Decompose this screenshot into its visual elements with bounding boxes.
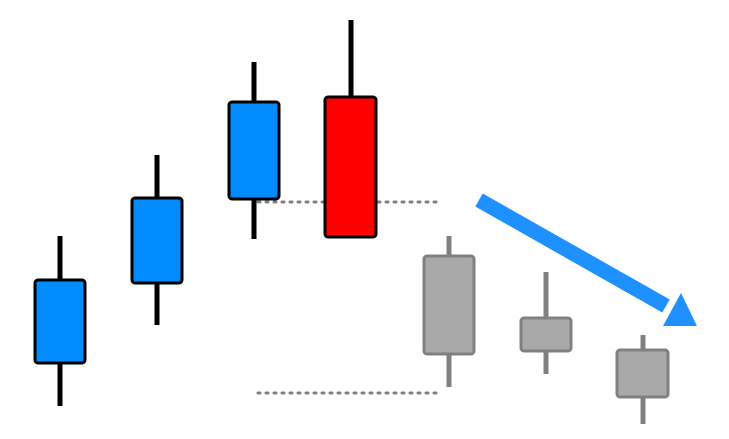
candle-3 (227, 62, 281, 239)
arrow-head (663, 293, 697, 326)
candle-5-body (422, 254, 476, 356)
candle-1 (33, 236, 87, 406)
candle-1-body (33, 278, 87, 365)
candle-7-body (615, 348, 670, 399)
candle-4 (323, 20, 378, 239)
arrow-shaft (475, 193, 670, 313)
candle-7 (615, 335, 670, 424)
candle-2-body (130, 196, 184, 285)
down-arrow-icon (475, 193, 697, 326)
candle-3-body (227, 100, 281, 201)
candle-4-body (323, 95, 378, 239)
candle-2 (130, 155, 184, 325)
candle-6-body (519, 316, 573, 353)
candle-6 (519, 272, 573, 374)
candle-5 (422, 236, 476, 387)
